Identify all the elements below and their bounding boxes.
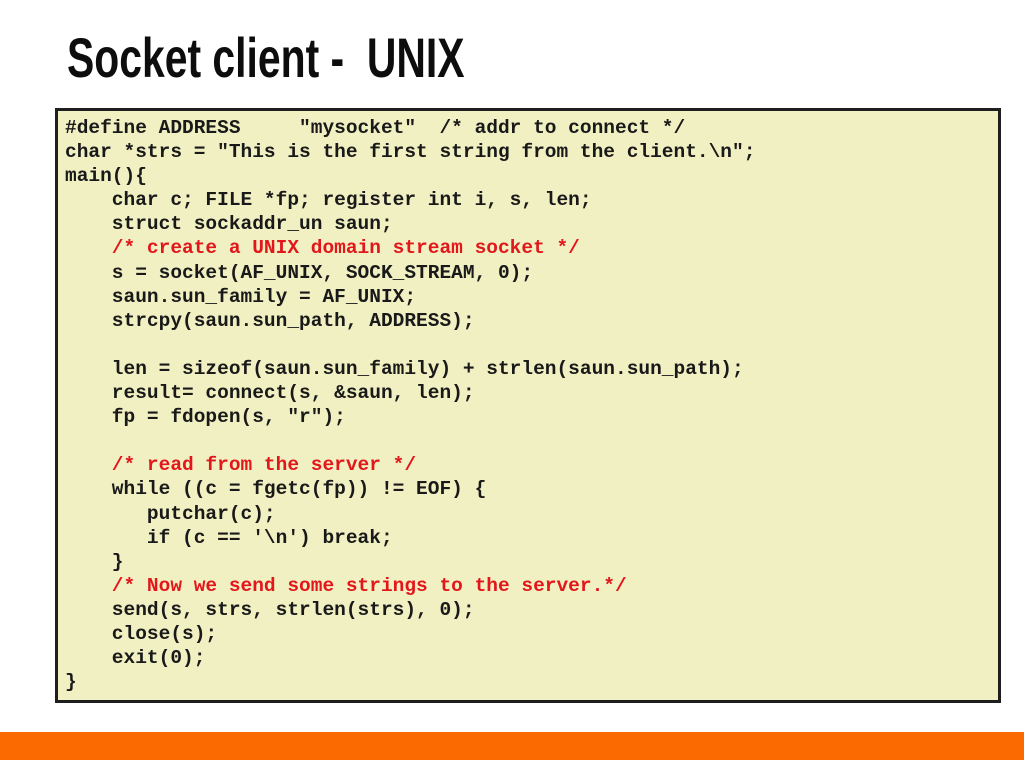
code-line: /* Now we send some strings to the serve… — [65, 574, 627, 597]
code-block: #define ADDRESS "mysocket" /* addr to co… — [65, 116, 998, 694]
code-line: putchar(c); — [65, 502, 276, 525]
code-line: if (c == '\n') break; — [65, 526, 393, 549]
slide-title: Socket client - UNIX — [67, 26, 465, 89]
code-panel: #define ADDRESS "mysocket" /* addr to co… — [55, 108, 1001, 703]
code-line: s = socket(AF_UNIX, SOCK_STREAM, 0); — [65, 261, 534, 284]
code-line: len = sizeof(saun.sun_family) + strlen(s… — [65, 357, 744, 380]
code-line: close(s); — [65, 622, 218, 645]
code-line: /* read from the server */ — [65, 454, 417, 477]
code-line: while ((c = fgetc(fp)) != EOF) { — [65, 478, 487, 501]
code-line: char *strs = "This is the first string f… — [65, 141, 756, 164]
code-line: result= connect(s, &saun, len); — [65, 382, 475, 405]
code-line — [65, 429, 998, 453]
code-line: saun.sun_family = AF_UNIX; — [65, 285, 417, 308]
code-line: /* create a UNIX domain stream socket */ — [65, 237, 580, 260]
code-line — [65, 333, 998, 357]
code-line: struct sockaddr_un saun; — [65, 213, 393, 236]
code-line: } — [65, 671, 77, 694]
code-line: strcpy(saun.sun_path, ADDRESS); — [65, 309, 475, 332]
code-line: char c; FILE *fp; register int i, s, len… — [65, 189, 592, 212]
code-line: } — [65, 550, 124, 573]
code-line: exit(0); — [65, 647, 206, 670]
code-line: #define ADDRESS "mysocket" /* addr to co… — [65, 117, 686, 139]
code-line: fp = fdopen(s, "r"); — [65, 406, 346, 429]
code-line: main(){ — [65, 165, 147, 188]
bottom-accent-bar — [0, 732, 1024, 760]
code-line: send(s, strs, strlen(strs), 0); — [65, 598, 475, 621]
